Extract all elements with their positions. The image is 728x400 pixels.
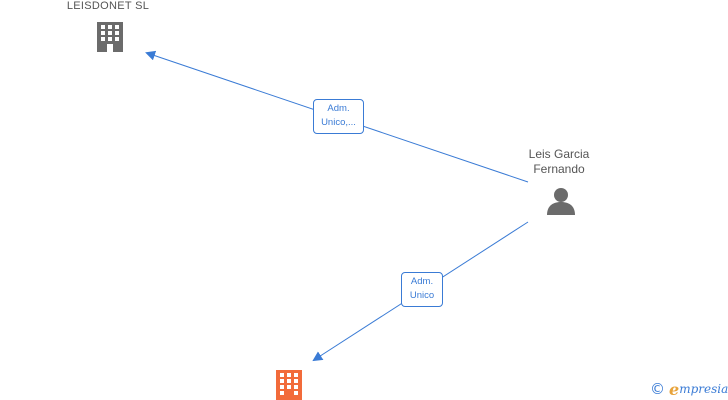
edge-label-role-2[interactable]: Adm. Unico [401, 272, 443, 307]
copyright-icon: © [650, 380, 665, 398]
edge-label-role-1-line1: Adm. [327, 103, 350, 114]
person-icon[interactable] [546, 186, 576, 216]
edge-label-role-2-line1: Adm. [410, 276, 434, 287]
brand-initial: e [669, 379, 680, 399]
edge-label-role-1-line2: Unico,... [321, 117, 356, 128]
person-name[interactable]: Leis Garcia Fernando [508, 147, 610, 177]
person-name-line1: Leis Garcia [528, 147, 590, 161]
person-name-line2: Fernando [533, 162, 585, 176]
brand-name: mpresia [679, 382, 728, 396]
edge-label-role-2-line2: Unico [409, 290, 435, 301]
building-icon-highlighted[interactable] [274, 368, 304, 400]
building-icon[interactable] [94, 20, 126, 54]
edge-label-role-1[interactable]: Adm. Unico,... [313, 99, 364, 134]
empresia-watermark: © e mpresia [650, 379, 728, 399]
company-name-leisdonet[interactable]: LEISDONET SL [66, 0, 150, 12]
